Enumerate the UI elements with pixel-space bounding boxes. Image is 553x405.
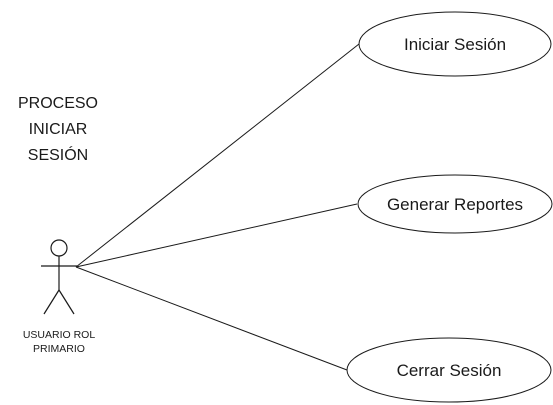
actor-head [50, 239, 68, 257]
use-case-label: Iniciar Sesión [404, 35, 506, 54]
title-line-3: SESIÓN [28, 145, 88, 164]
association-line-cerrar-sesion [75, 266, 348, 371]
associations [75, 43, 360, 371]
actor-left-leg [43, 289, 60, 315]
use-case-cerrar-sesion: Cerrar Sesión [346, 337, 552, 403]
actor-label: USUARIO ROL PRIMARIO [23, 329, 96, 355]
title-line-1: PROCESO [18, 95, 98, 112]
use-case-label: Cerrar Sesión [397, 361, 502, 380]
actor-right-leg [58, 289, 75, 315]
diagram-title: PROCESO INICIAR SESIÓN [18, 95, 98, 164]
association-line-iniciar-sesion [75, 43, 360, 268]
title-line-2: INICIAR [29, 121, 88, 138]
use-case-label: Generar Reportes [387, 195, 523, 214]
use-case-ellipse [346, 337, 552, 403]
association-line-generar-reportes [75, 203, 358, 268]
actor-stick-figure-icon [41, 239, 77, 315]
use-case-generar-reportes: Generar Reportes [357, 174, 553, 234]
use-case-iniciar-sesion: Iniciar Sesión [358, 11, 552, 77]
use-case-ellipse [358, 11, 552, 77]
actor-label-line-2: PRIMARIO [33, 343, 85, 355]
use-case-ellipse [357, 174, 553, 234]
actor-label-line-1: USUARIO ROL [23, 329, 96, 341]
